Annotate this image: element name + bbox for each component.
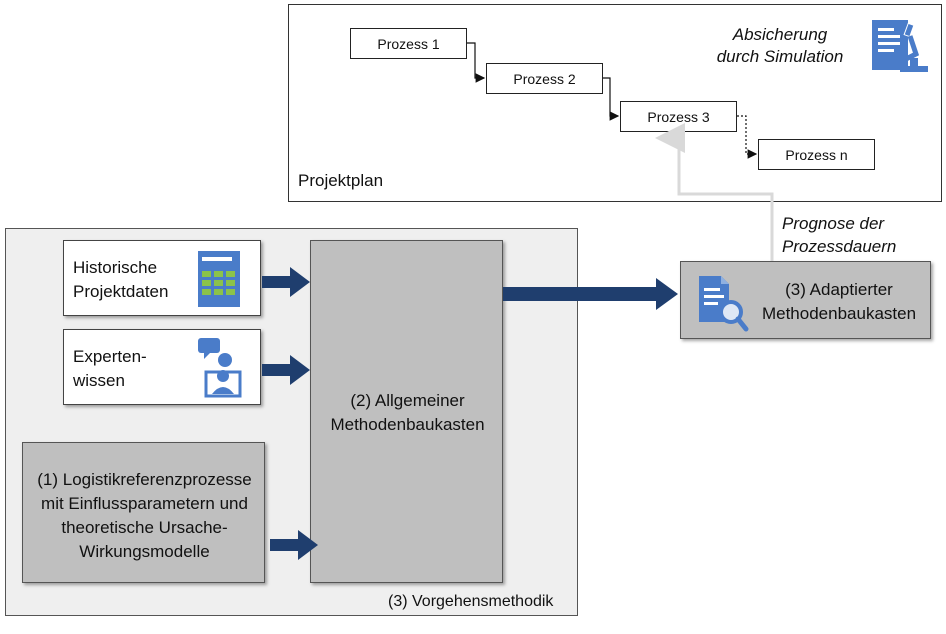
projektplan-label: Projektplan	[298, 171, 384, 190]
arrow-historische	[262, 267, 310, 297]
prognose-label: Prognose der Prozessdauern	[782, 212, 942, 258]
prozess-2-label: Prozess 2	[513, 70, 576, 87]
historische-projektdaten-box: Historische Projektdaten	[63, 240, 261, 316]
connector-p2-p3	[603, 77, 620, 121]
prognose-line2: Prozessdauern	[782, 237, 897, 256]
prozess-3-label: Prozess 3	[647, 108, 710, 125]
prognose-line1: Prognose der	[782, 214, 885, 233]
allgemein-line1: (2) Allgemeiner	[350, 391, 465, 410]
arrow-adaptiert	[503, 278, 678, 310]
connector-p3-pn	[737, 115, 758, 159]
logistik-line3: theoretische Ursache-	[61, 518, 228, 537]
experten-text: Experten- wissen	[73, 345, 147, 393]
simulation-label-line1: Absicherung	[732, 25, 828, 44]
prozess-n-label: Prozess n	[785, 146, 848, 163]
spreadsheet-icon	[198, 251, 240, 307]
adaptiert-line1: (3) Adaptierter	[785, 280, 893, 299]
vorgehensmethodik-label: (3) Vorgehensmethodik	[388, 593, 554, 610]
prozess-2-box: Prozess 2	[486, 63, 603, 94]
allgemein-text: (2) Allgemeiner Methodenbaukasten	[311, 389, 504, 437]
prozess-1-label: Prozess 1	[377, 35, 440, 52]
adaptierter-methodenbaukasten-box: (3) Adaptierter Methodenbaukasten	[680, 261, 931, 339]
simulation-label-line2: durch Simulation	[716, 47, 844, 66]
adaptiert-text: (3) Adaptierter Methodenbaukasten	[751, 278, 927, 326]
expertenwissen-box: Experten- wissen	[63, 329, 261, 405]
adaptiert-line2: Methodenbaukasten	[761, 304, 917, 323]
allgemeiner-methodenbaukasten-box: (2) Allgemeiner Methodenbaukasten	[310, 240, 503, 583]
arrow-experten	[262, 355, 310, 385]
arrow-logistik	[270, 530, 318, 560]
logistik-text: (1) Logistikreferenzprozesse mit Einflus…	[23, 468, 266, 564]
allgemein-line2: Methodenbaukasten	[330, 415, 485, 434]
logistik-line4: Wirkungsmodelle	[79, 542, 210, 561]
historische-text: Historische Projektdaten	[73, 256, 168, 304]
expert-icon	[198, 338, 242, 398]
logistikreferenzprozesse-box: (1) Logistikreferenzprozesse mit Einflus…	[22, 442, 265, 583]
simulation-label: Absicherung durch Simulation	[690, 24, 870, 68]
simulation-icon	[872, 20, 928, 72]
logistik-line2: mit Einflussparametern und	[41, 494, 248, 513]
prozess-1-box: Prozess 1	[350, 28, 467, 59]
prozess-n-box: Prozess n	[758, 139, 875, 170]
prognose-connector	[655, 123, 774, 261]
experten-line1: Experten-	[73, 347, 147, 366]
logistik-line1: (1) Logistikreferenzprozesse	[37, 470, 252, 489]
historische-line1: Historische	[73, 258, 158, 277]
historische-line2: Projektdaten	[73, 282, 169, 301]
experten-line2: wissen	[73, 371, 125, 390]
document-search-icon	[699, 276, 749, 332]
connector-p1-p2	[467, 42, 486, 83]
